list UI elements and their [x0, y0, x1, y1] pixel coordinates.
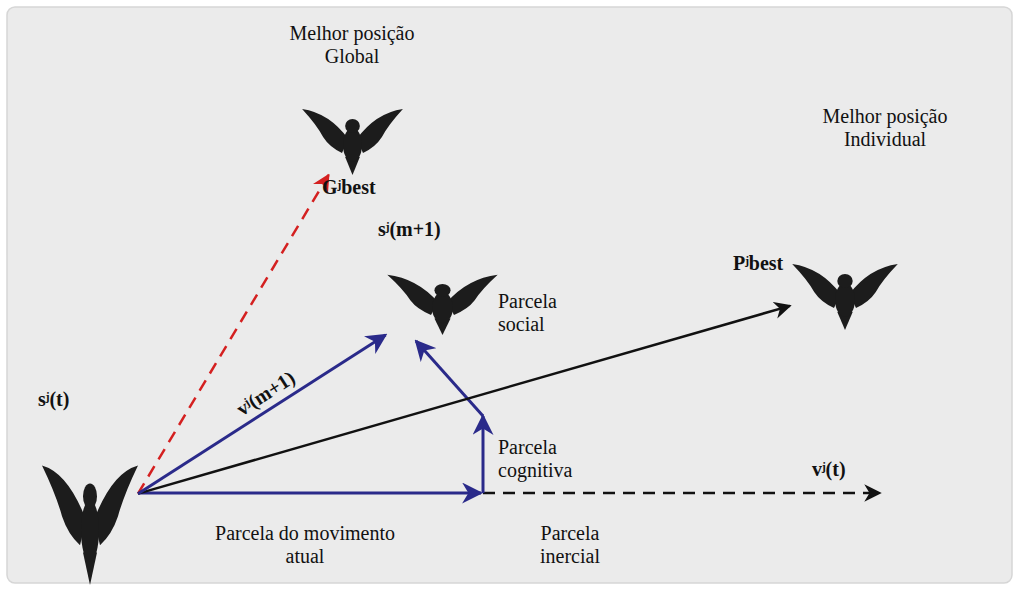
component-label: vʲ(t): [812, 458, 892, 481]
vector-arrow: [138, 306, 790, 494]
bird-label: Pʲbest: [733, 252, 803, 275]
particle-bird: sʲ(m+1): [385, 262, 500, 335]
bird-silhouette: [40, 440, 140, 585]
bird-label: Melhor posição Global: [272, 22, 432, 68]
component-label: Parcela social: [498, 290, 578, 336]
component-label: Parcela cognitiva: [498, 436, 588, 482]
bird-label: Melhor posição Individual: [800, 105, 970, 151]
bird-label: sʲ(t): [38, 388, 128, 411]
bird-silhouette: [790, 250, 900, 330]
component-label: Parcela inercial: [520, 522, 620, 568]
bird-label: Gʲbest: [322, 176, 402, 199]
bird-silhouette: [385, 262, 500, 335]
component-label: Parcela do movimento atual: [215, 522, 395, 568]
vector-arrow: [138, 335, 386, 494]
bird-silhouette: [300, 95, 405, 175]
velocity-components: [138, 341, 880, 493]
particle-bird: Melhor posição GlobalGʲbest: [300, 95, 405, 175]
particle-bird: sʲ(t): [40, 440, 140, 585]
bird-label: sʲ(m+1): [378, 218, 478, 241]
particle-bird: Melhor posição IndividualPʲbest: [790, 250, 900, 330]
